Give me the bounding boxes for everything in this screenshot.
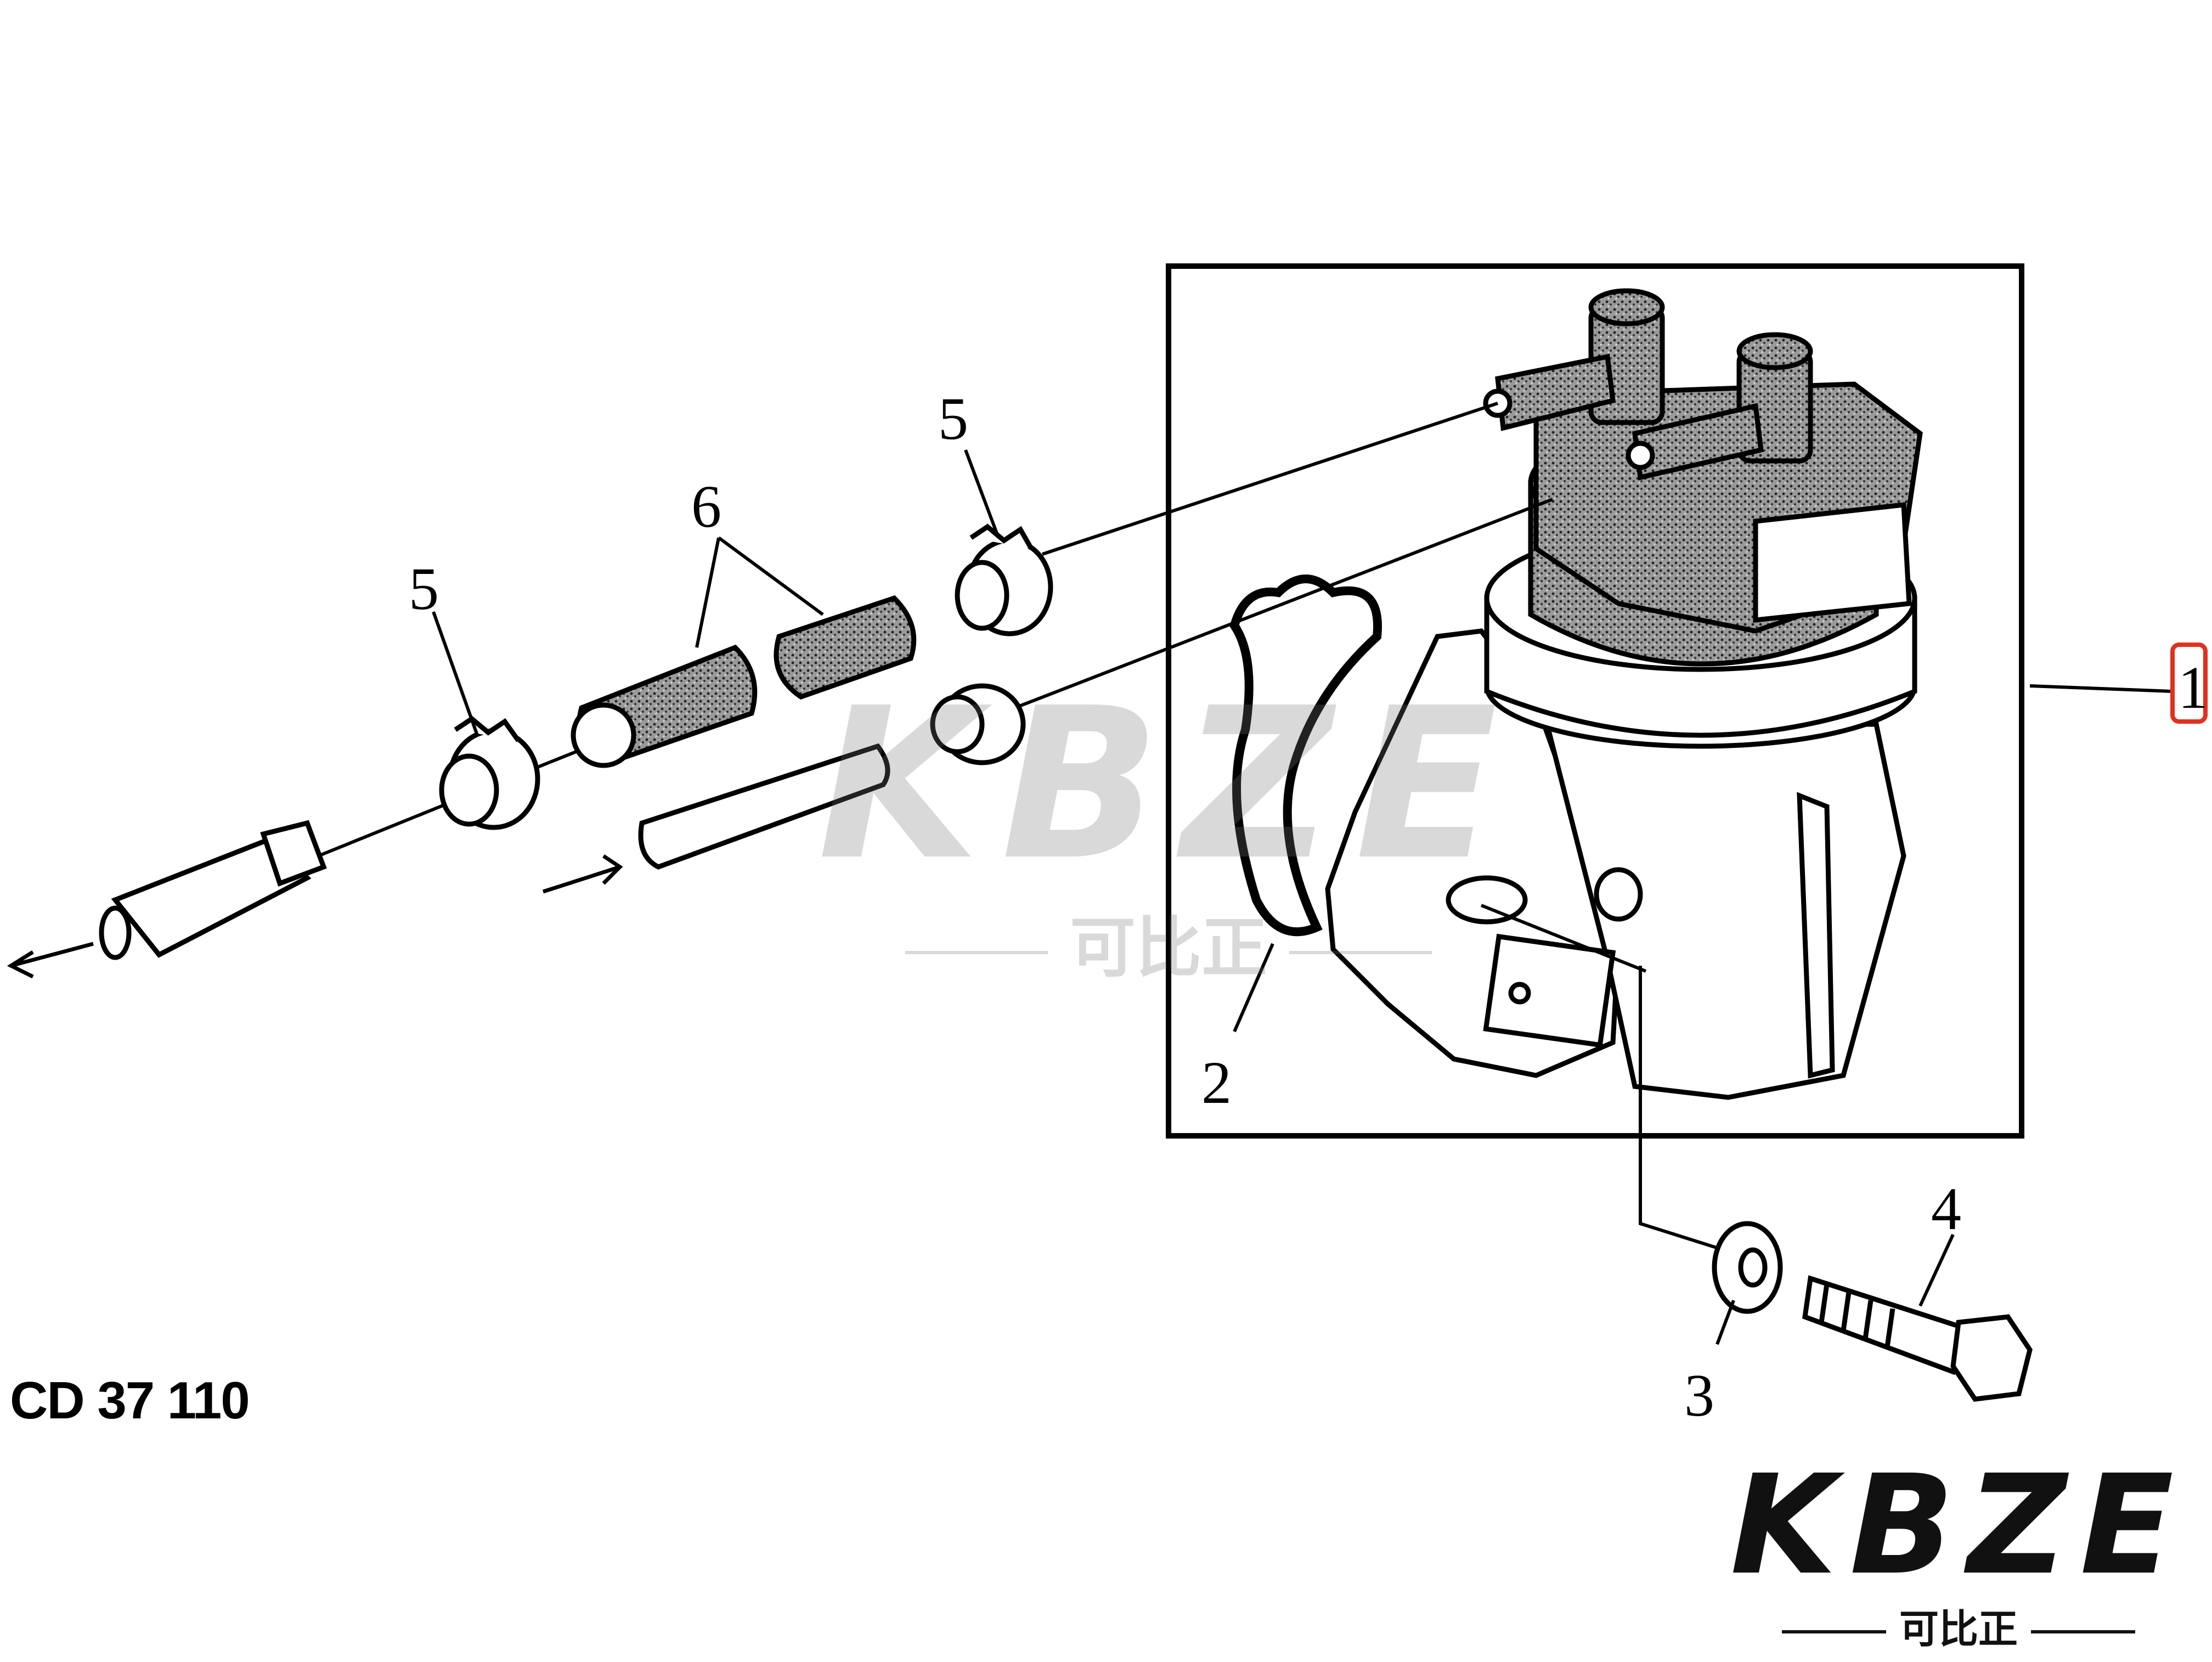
- gasket: [1229, 574, 1382, 937]
- callout-3: 3: [1684, 1362, 1714, 1429]
- pump-frame: [1166, 263, 2024, 1139]
- logo-subtitle: 可比正: [1899, 1606, 2018, 1652]
- callout-1-highlight: [2170, 643, 2208, 724]
- callout-5-left: 5: [409, 555, 439, 622]
- fuel-line-arrow: [542, 854, 623, 894]
- outlet-arrow: [7, 942, 94, 979]
- callout-2: 2: [1201, 1049, 1232, 1116]
- callout-4: 4: [1931, 1175, 1961, 1242]
- logo-brand: KBZE: [1730, 1445, 2187, 1605]
- fuel-hoses: [571, 595, 917, 768]
- fuel-line-tube: [638, 743, 890, 870]
- connector-fitting: [99, 820, 327, 960]
- fuel-pump: [1325, 288, 1923, 1100]
- hose-clamp-upper: [955, 523, 1053, 636]
- leader-lines: [432, 449, 2173, 1345]
- hose-clamp-lower-right: [930, 683, 1026, 765]
- callout-6: 6: [691, 473, 721, 540]
- washer: [1712, 1221, 1783, 1314]
- cap-screw: [1802, 1275, 2033, 1402]
- hose-clamp-left: [439, 715, 540, 830]
- callout-5-right: 5: [938, 385, 968, 452]
- callout-1: 1: [2178, 654, 2208, 721]
- figure-code: CD 37 110: [10, 1371, 250, 1430]
- brand-logo: KBZE 可比正: [1712, 1445, 2205, 1653]
